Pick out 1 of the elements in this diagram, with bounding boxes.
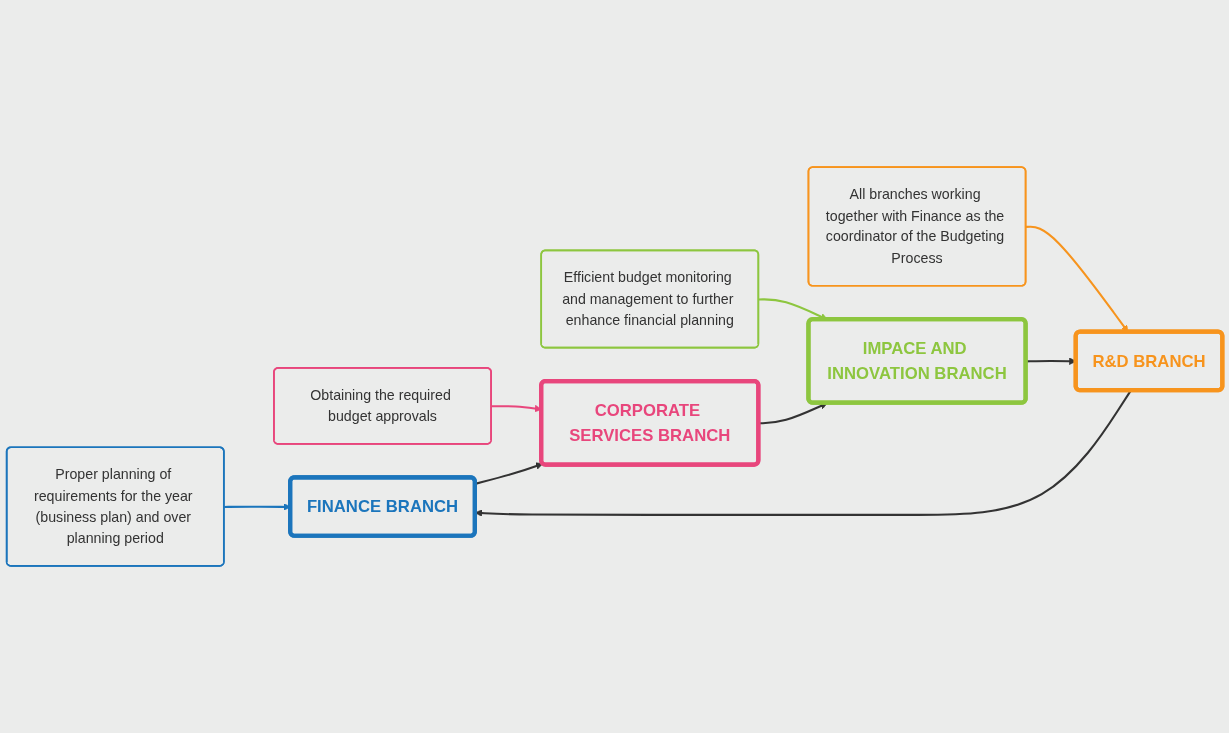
arrow bbox=[475, 462, 544, 485]
